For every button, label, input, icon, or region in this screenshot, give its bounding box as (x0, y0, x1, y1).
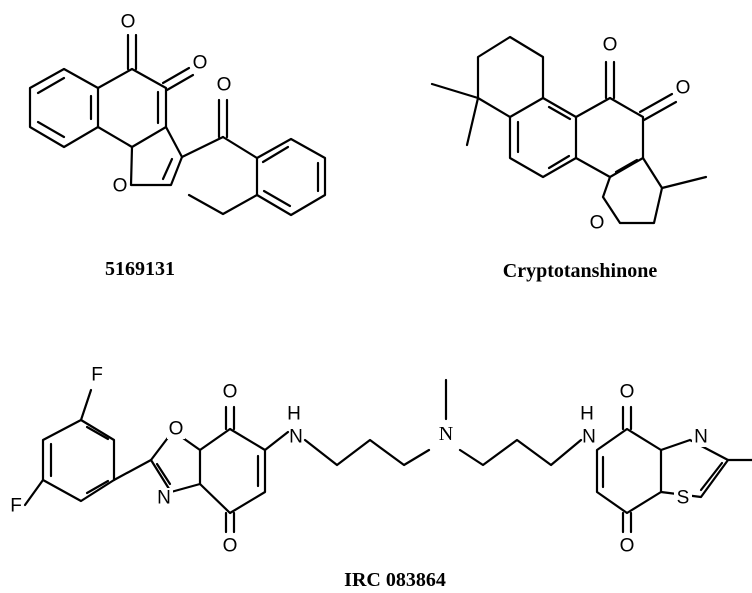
atom-f-1: F (91, 365, 103, 386)
atom-o-benzoyl: O (217, 75, 232, 96)
structure-cryptotanshinone: O O O (430, 35, 708, 234)
atom-o-oxazole: O (169, 419, 184, 440)
atom-n-amine-1: N (289, 427, 303, 448)
atom-o-quinone-2: O (223, 536, 238, 557)
atom-o-furan: O (590, 213, 605, 234)
atom-o-ketone-1: O (121, 12, 136, 33)
atom-o-quinone-1: O (223, 382, 238, 403)
compound-label-irc-083864: IRC 083864 (344, 569, 446, 591)
structure-irc-083864: F F O N O O H N N H N O O N S (10, 365, 752, 557)
compound-label-5169131: 5169131 (105, 258, 175, 280)
compound-label-cryptotanshinone: Cryptotanshinone (503, 260, 658, 282)
atom-o-quinone-4: O (620, 536, 635, 557)
atom-n-amine-2: N (582, 427, 596, 448)
atom-o-quinone-3: O (620, 382, 635, 403)
atom-n-oxazole: N (157, 488, 171, 509)
atom-o-furan: O (113, 176, 128, 197)
structure-5169131: O O O O (28, 12, 327, 217)
atom-h-amine-2: H (580, 404, 594, 425)
atom-o-ketone-1: O (603, 35, 618, 56)
atom-o-ketone-2: O (676, 78, 691, 99)
atom-n-thiazole: N (694, 427, 708, 448)
atom-s-thiazole: S (677, 488, 690, 509)
atom-n-central: N (439, 423, 453, 445)
atom-h-amine-1: H (287, 404, 301, 425)
atom-o-ketone-2: O (193, 53, 208, 74)
atom-f-2: F (10, 496, 22, 517)
